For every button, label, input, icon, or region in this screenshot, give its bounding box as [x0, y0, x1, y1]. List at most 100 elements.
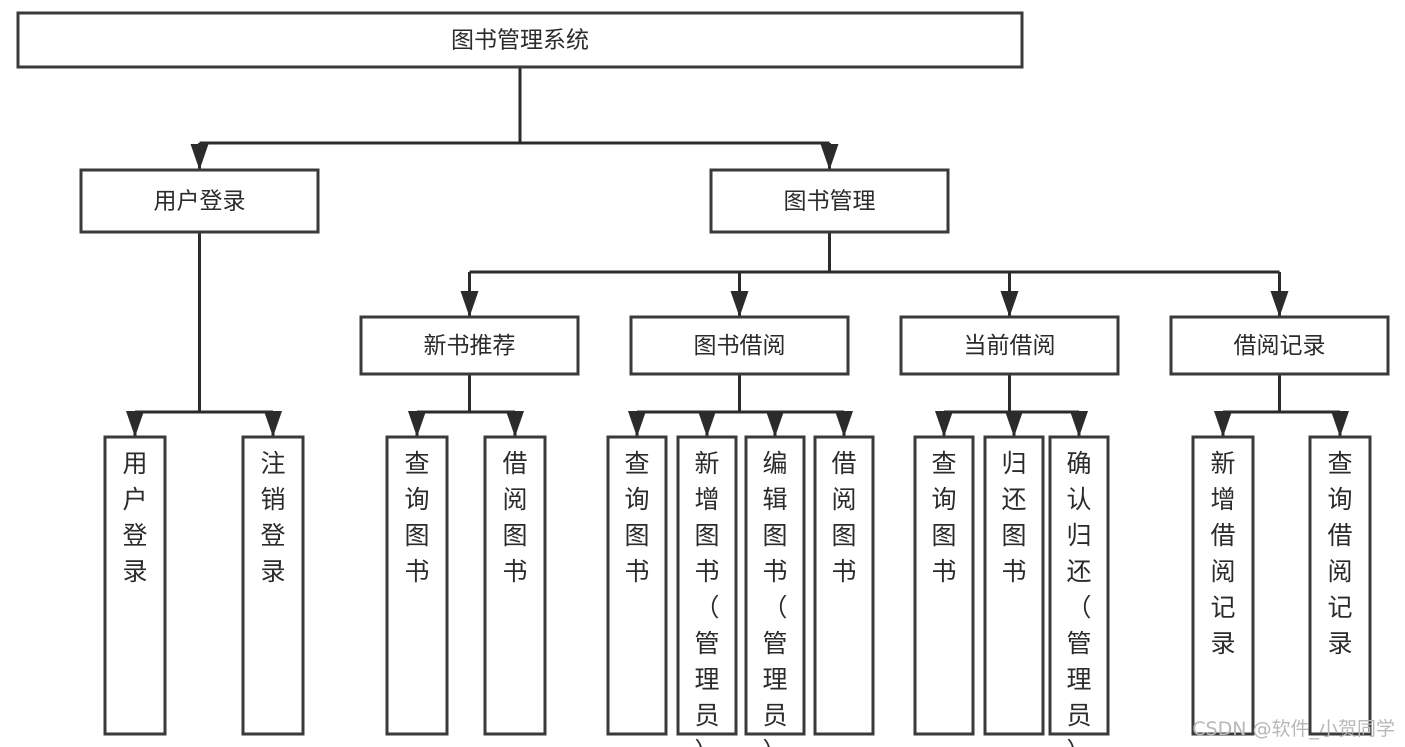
- node-label-char: 还: [1066, 557, 1091, 586]
- node-label-char: 还: [1001, 485, 1026, 514]
- node-label-char: 阅: [831, 485, 856, 514]
- node-label-char: 录: [260, 557, 285, 586]
- node-label-char: 图: [694, 521, 719, 550]
- node-label-char: 查: [931, 449, 956, 478]
- node-level2-0[interactable]: 用户登录: [79, 168, 320, 234]
- node-label-char: 书: [1001, 557, 1026, 586]
- node-label: 图书管理: [784, 189, 876, 215]
- node-label-char: 员: [694, 701, 719, 730]
- arrow-head-icon: [1005, 411, 1023, 437]
- node-label-char: （: [694, 593, 719, 622]
- arrow-head-icon: [460, 291, 479, 317]
- node-label-char: 图: [624, 521, 649, 550]
- arrow-head-icon: [506, 411, 524, 437]
- node-label-char: 书: [762, 557, 787, 586]
- node-label-char: 借: [1210, 521, 1235, 550]
- arrow-head-icon: [264, 411, 282, 437]
- node-label-char: 编: [762, 449, 787, 478]
- arrow-head-icon: [126, 411, 144, 437]
- node-label-char: 归: [1066, 521, 1091, 550]
- node-label-char: 借: [1327, 521, 1352, 550]
- node-label: 新书推荐: [424, 333, 516, 359]
- node-label-char: 增: [694, 485, 719, 514]
- node-label-char: 查: [1327, 449, 1352, 478]
- arrow-head-icon: [1270, 291, 1289, 317]
- node-label-char: 辑: [762, 485, 787, 514]
- node-label: 图书管理系统: [451, 28, 589, 54]
- node-label-char: 理: [1066, 665, 1091, 694]
- node-label-char: 询: [1327, 485, 1352, 514]
- node-label-char: 理: [762, 665, 787, 694]
- node-label-char: 图: [404, 521, 429, 550]
- node-level3-3[interactable]: 借阅记录: [1169, 315, 1390, 376]
- arrow-head-icon: [766, 411, 784, 437]
- node-label-char: 记: [1327, 593, 1352, 622]
- node-label-char: 录: [122, 557, 147, 586]
- arrow-head-icon: [1070, 411, 1088, 437]
- node-label-char: 新: [694, 449, 719, 478]
- node-label-char: 阅: [1210, 557, 1235, 586]
- node-label-char: 询: [624, 485, 649, 514]
- node-label-char: 员: [1066, 701, 1091, 730]
- node-label-char: ）: [762, 737, 787, 747]
- node-level3-1[interactable]: 图书借阅: [629, 315, 850, 376]
- node-label-char: 归: [1001, 449, 1026, 478]
- node-level3-2[interactable]: 当前借阅: [899, 315, 1120, 376]
- node-label-char: 询: [931, 485, 956, 514]
- node-label-char: （: [1066, 593, 1091, 622]
- node-label-char: 管: [762, 629, 787, 658]
- arrow-head-icon: [1000, 291, 1019, 317]
- node-label: 借阅记录: [1234, 333, 1326, 359]
- node-label-char: 阅: [1327, 557, 1352, 586]
- node-label-char: 新: [1210, 449, 1235, 478]
- node-label-char: 借: [502, 449, 527, 478]
- node-label-char: 查: [404, 449, 429, 478]
- node-level3-0[interactable]: 新书推荐: [359, 315, 580, 376]
- arrow-head-icon: [935, 411, 953, 437]
- node-label: 用户登录: [154, 189, 246, 215]
- node-label-char: 书: [931, 557, 956, 586]
- node-label-char: 录: [1327, 629, 1352, 658]
- node-level2-1[interactable]: 图书管理: [709, 168, 950, 234]
- node-label-char: 查: [624, 449, 649, 478]
- node-label-char: 管: [694, 629, 719, 658]
- node-label-char: 认: [1066, 485, 1091, 514]
- node-label-char: 员: [762, 701, 787, 730]
- arrow-head-icon: [190, 144, 209, 170]
- node-leaf-0[interactable]: 用户登录: [103, 435, 167, 736]
- node-label-char: 确: [1066, 449, 1091, 478]
- node-label-char: 借: [831, 449, 856, 478]
- node-label-char: 图: [502, 521, 527, 550]
- arrow-head-icon: [408, 411, 426, 437]
- node-label-char: （: [762, 593, 787, 622]
- node-label-char: 图: [1001, 521, 1026, 550]
- node-label-char: 管: [1066, 629, 1091, 658]
- node-label-char: 询: [404, 485, 429, 514]
- node-label-char: 录: [1210, 629, 1235, 658]
- node-label-char: 图: [762, 521, 787, 550]
- node-root-图书管理系统[interactable]: 图书管理系统: [16, 11, 1024, 69]
- node-label-char: 用: [122, 449, 147, 478]
- node-label-char: 书: [831, 557, 856, 586]
- arrow-head-icon: [628, 411, 646, 437]
- node-label-char: 注: [260, 449, 285, 478]
- arrow-head-icon: [835, 411, 853, 437]
- node-label-char: 书: [624, 557, 649, 586]
- arrow-head-icon: [698, 411, 716, 437]
- node-label-char: ）: [694, 737, 719, 747]
- arrow-head-icon: [1214, 411, 1232, 437]
